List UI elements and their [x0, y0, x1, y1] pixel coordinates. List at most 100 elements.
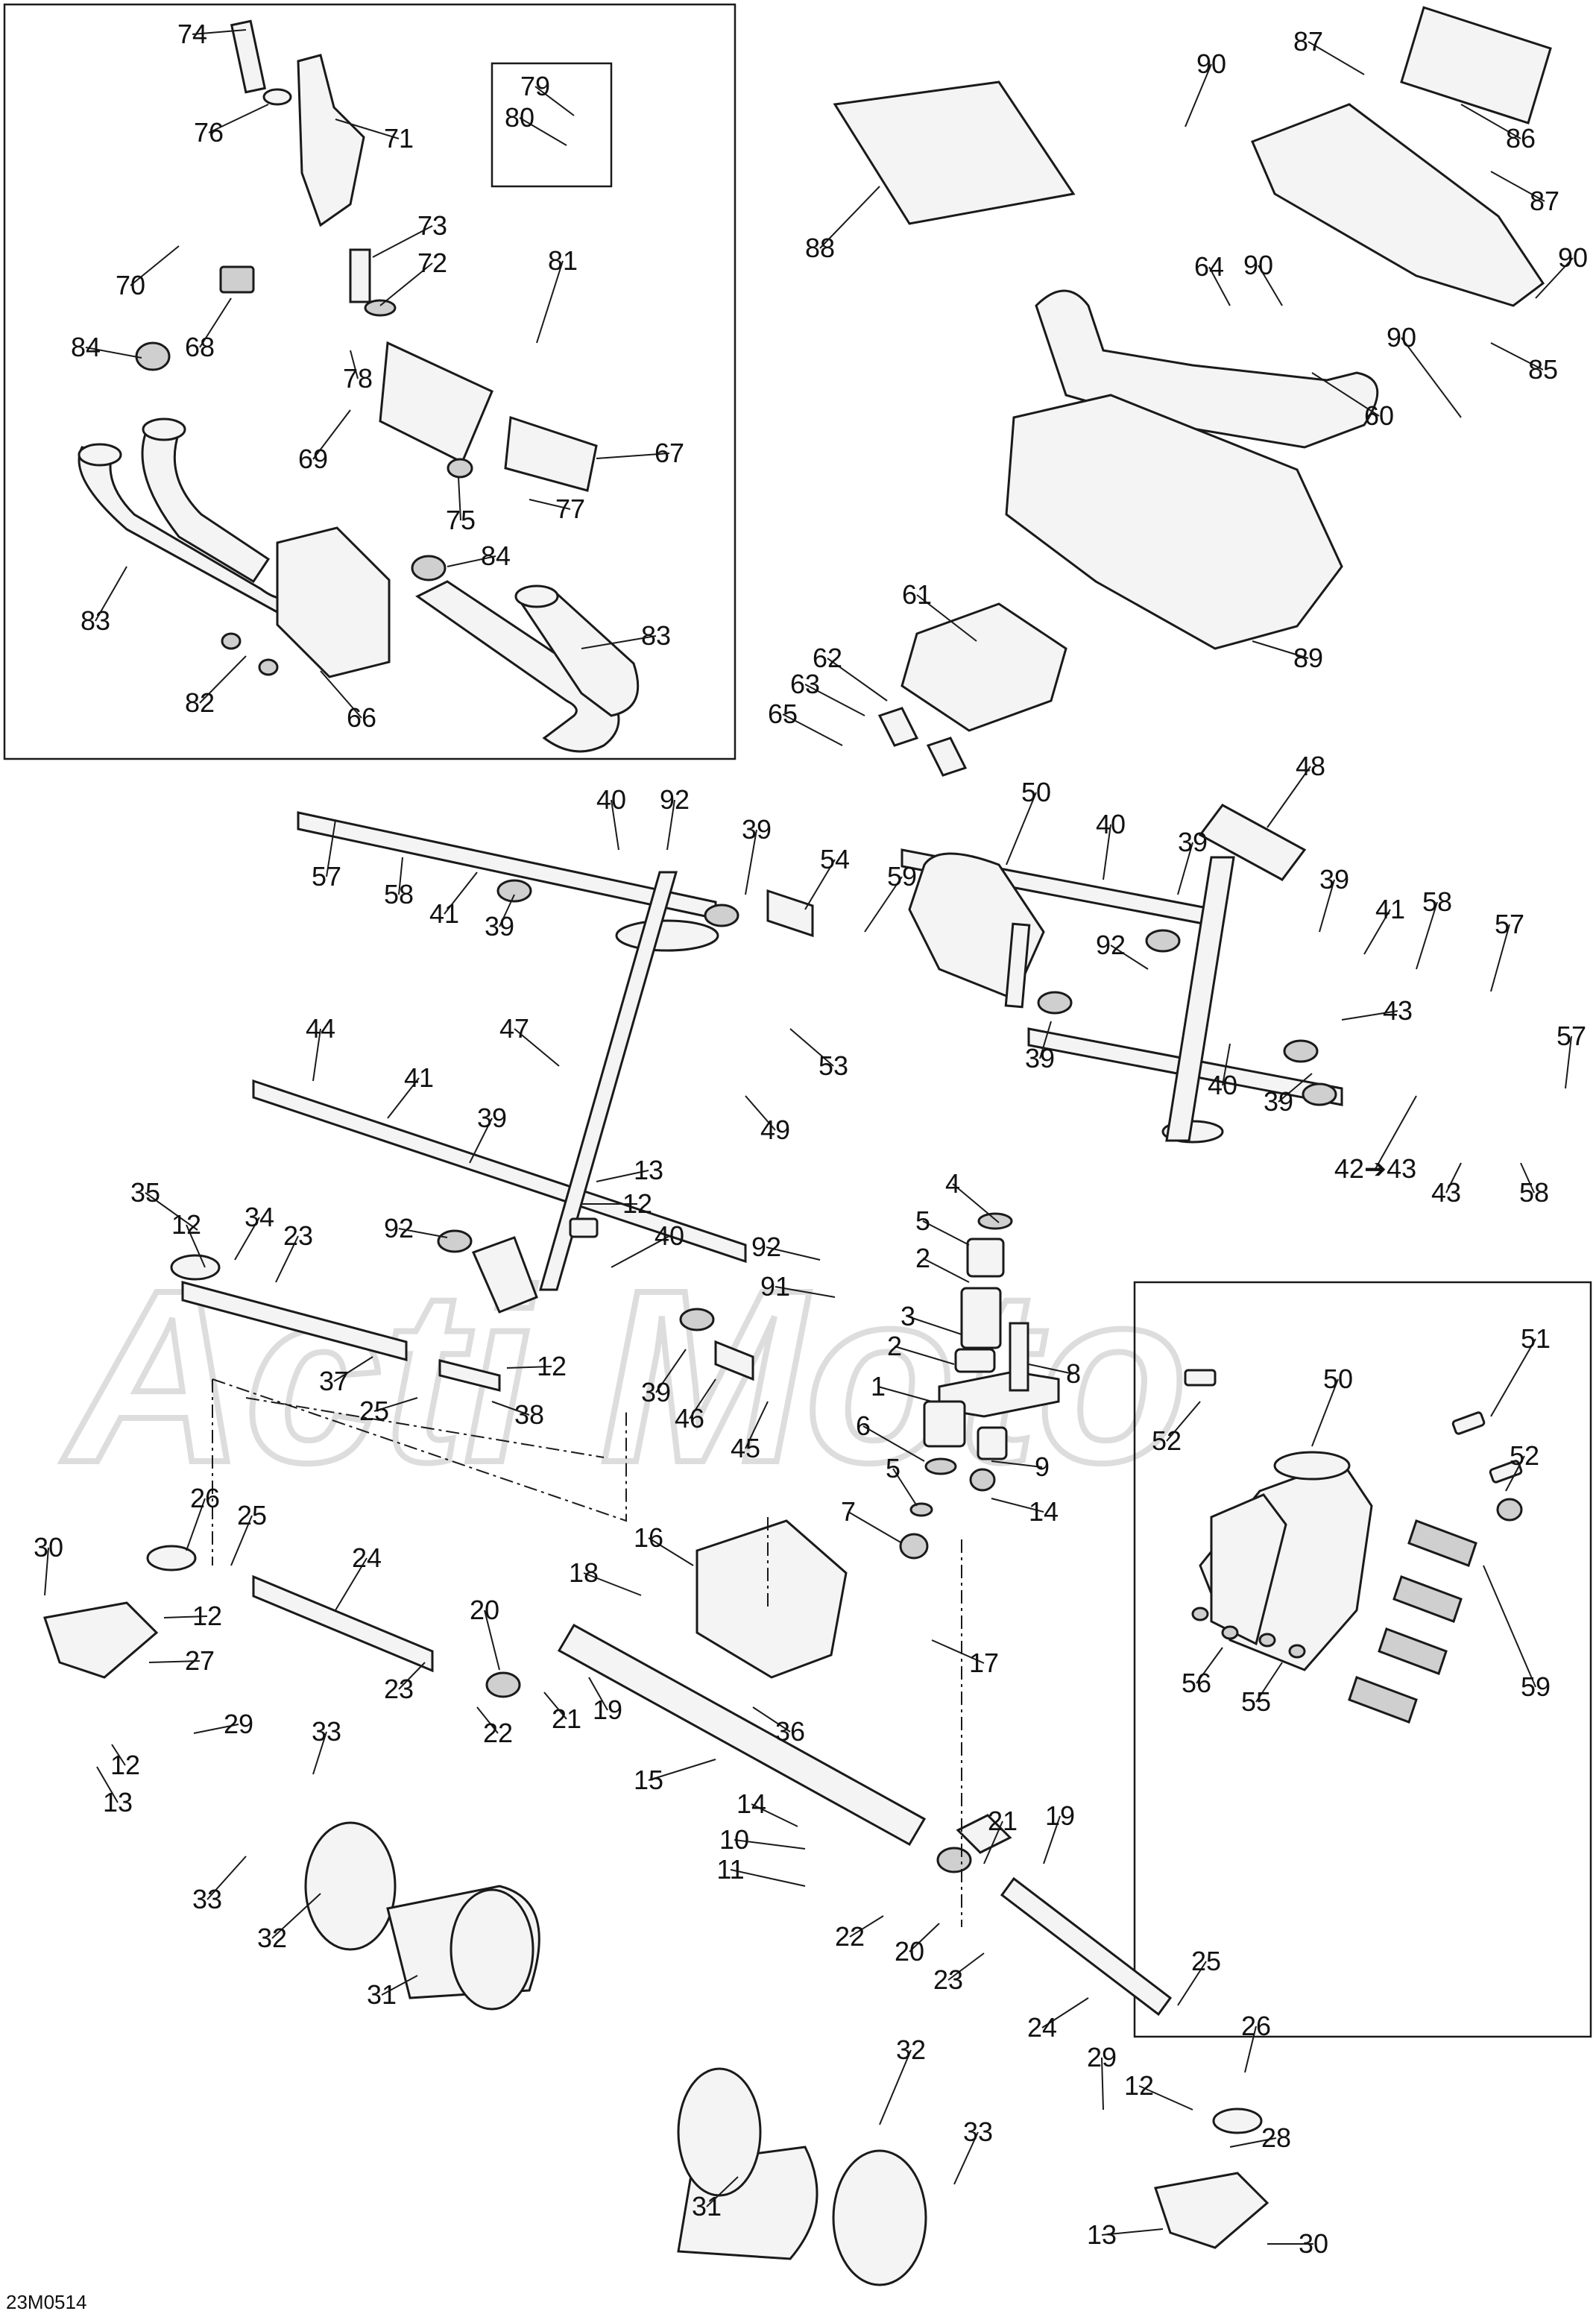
callout-c82: 82: [185, 687, 215, 718]
callout-c87b: 87: [1530, 186, 1559, 216]
callout-leader-c15: [648, 1759, 716, 1781]
callout-c1: 1: [871, 1371, 886, 1402]
callout-c46: 46: [675, 1403, 704, 1434]
callout-leader-c21a: [543, 1692, 567, 1720]
callout-leader-c19a: [588, 1677, 608, 1711]
callout-c19a: 19: [593, 1694, 622, 1725]
callout-leader-c71: [335, 119, 400, 139]
callout-leader-c30a: [44, 1547, 49, 1596]
callout-leader-c57c: [1565, 1035, 1572, 1089]
callout-leader-c6: [862, 1425, 925, 1462]
callout-c84a: 84: [71, 332, 101, 362]
callout-c90b: 90: [1243, 250, 1273, 280]
callout-c69: 69: [298, 444, 328, 474]
callout-leader-c12e: [111, 1744, 126, 1766]
callout-c17: 17: [969, 1648, 999, 1678]
callout-c24b: 24: [1027, 2012, 1057, 2043]
callout-c90d: 90: [1387, 322, 1416, 353]
callout-leader-c27: [148, 1660, 201, 1663]
callout-leader-c74: [192, 29, 247, 35]
callout-c55: 55: [1241, 1686, 1271, 1717]
handlebar-detail-parts: [78, 19, 640, 753]
callout-c21b: 21: [988, 1806, 1018, 1836]
callout-c29a: 29: [224, 1709, 253, 1739]
callout-c39c: 39: [1178, 827, 1208, 857]
callout-c29b: 29: [1087, 2042, 1117, 2072]
callout-c54: 54: [820, 844, 850, 874]
callout-c78: 78: [343, 363, 373, 394]
callout-leader-c59a: [864, 876, 903, 933]
callout-leader-c82: [199, 655, 247, 704]
callout-c39f: 39: [1264, 1086, 1293, 1117]
callout-leader-c17: [931, 1639, 985, 1664]
callout-c2a: 2: [915, 1243, 930, 1273]
callout-c12d: 12: [192, 1601, 222, 1631]
callout-leader-c50a: [1006, 792, 1037, 866]
callout-leader-c86: [1460, 104, 1521, 139]
callout-leader-c23b: [398, 1662, 426, 1690]
callout-leader-c12f: [1138, 2085, 1193, 2110]
callout-leader-c25b: [230, 1515, 253, 1566]
callout-c5b: 5: [886, 1453, 900, 1484]
callout-leader-c31a: [381, 1975, 418, 1996]
callout-leader-c47: [514, 1028, 560, 1067]
callout-leader-c60: [1311, 372, 1380, 417]
console-parts: [833, 6, 1552, 777]
callout-leader-c92b: [1110, 945, 1149, 970]
callout-c61: 61: [902, 579, 932, 610]
callout-leader-c87b: [1490, 171, 1545, 202]
callout-c5a: 5: [915, 1205, 930, 1236]
callout-leader-c84a: [85, 347, 142, 359]
callout-c32a: 32: [257, 1923, 287, 1953]
callout-c43a: 43: [1383, 995, 1413, 1026]
callout-c53: 53: [818, 1050, 848, 1081]
callout-leader-c58b: [1416, 901, 1438, 970]
callout-c16: 16: [634, 1522, 663, 1553]
callout-leader-c59b: [1483, 1565, 1536, 1688]
callout-c65: 65: [768, 699, 798, 729]
callout-c84b: 84: [481, 540, 511, 571]
callout-leader-c58a: [398, 857, 403, 895]
callout-c8: 8: [1066, 1358, 1081, 1389]
callout-leader-c5b: [892, 1468, 918, 1507]
callout-leader-lines: [44, 29, 1574, 2245]
callout-c23c: 23: [933, 1964, 963, 1995]
callout-leader-c36: [752, 1706, 791, 1733]
callout-leader-c23c: [947, 1952, 985, 1981]
callout-leader-c13a: [596, 1170, 649, 1182]
callout-c12b: 12: [171, 1209, 201, 1240]
callout-leader-c37: [333, 1356, 373, 1382]
callout-leader-c20a: [484, 1610, 500, 1671]
callout-leader-c90c: [1535, 257, 1574, 299]
steering-linkage-parts: [252, 804, 1343, 1381]
callout-leader-c92c: [398, 1228, 448, 1238]
callout-leader-c22a: [476, 1706, 499, 1734]
callout-c14b: 14: [737, 1788, 766, 1819]
callout-leader-c63: [804, 684, 865, 716]
callout-leader-c29a: [193, 1724, 239, 1734]
callout-c38: 38: [514, 1399, 544, 1430]
callout-c91: 91: [760, 1271, 790, 1302]
callout-leader-c75: [458, 476, 461, 521]
callout-leader-c33a: [312, 1731, 327, 1775]
callout-leader-c39h: [655, 1349, 687, 1393]
callout-c22b: 22: [835, 1921, 865, 1952]
callout-c13a: 13: [634, 1155, 663, 1185]
callout-c83b: 83: [641, 620, 671, 651]
callout-leader-c12d: [163, 1615, 208, 1618]
callout-c87a: 87: [1293, 26, 1323, 57]
callout-c47: 47: [499, 1013, 529, 1044]
callout-c12a: 12: [622, 1188, 652, 1219]
callout-leader-c90b: [1258, 265, 1283, 306]
callout-c33b: 33: [192, 1884, 222, 1914]
callout-c30a: 30: [34, 1532, 63, 1563]
callout-c48: 48: [1296, 751, 1325, 781]
callout-c79: 79: [520, 71, 550, 101]
callout-leader-c65: [782, 713, 843, 746]
callout-c68: 68: [185, 332, 215, 362]
callout-c57a: 57: [312, 861, 341, 892]
callout-c23b: 23: [384, 1674, 414, 1704]
callout-leader-c69: [312, 409, 351, 460]
callout-leader-c57b: [1490, 924, 1510, 992]
